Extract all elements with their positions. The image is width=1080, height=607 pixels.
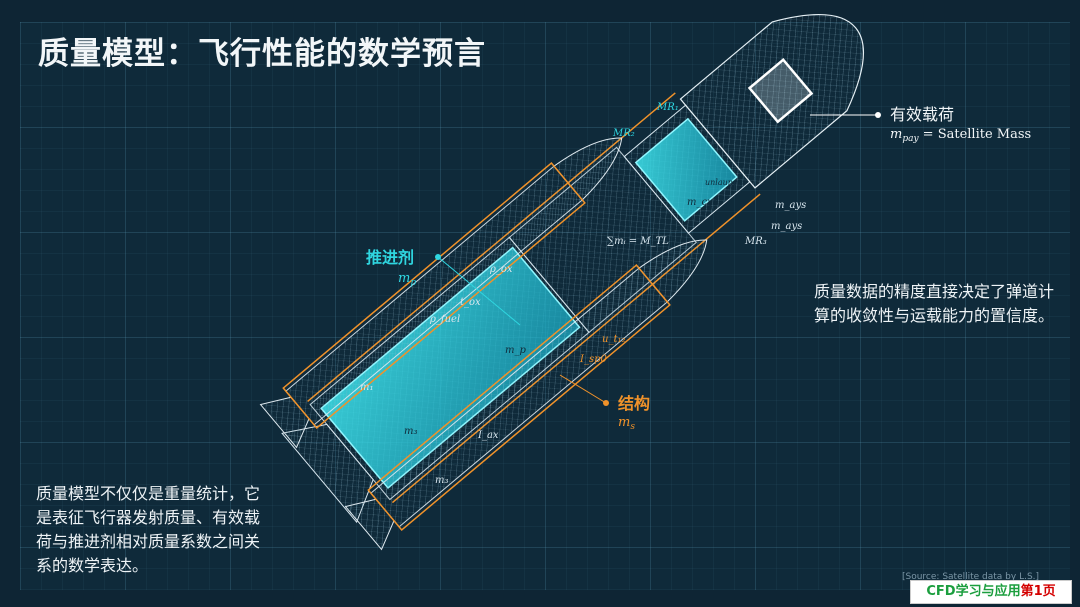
annot-mays-2: m_ays [771,221,802,232]
slide-title: 质量模型：飞行性能的数学预言 [38,36,486,72]
annot-rho-ox: ρ_ox [489,264,513,275]
page-badge: CFD学习与应用第1页 [910,580,1072,604]
structure-label: 结构 [617,394,650,413]
annot-m3-booster: m₃ [435,475,449,486]
image-credit: [Source: Satellite data by L.S.] [902,572,1040,582]
core-stage [281,14,865,524]
badge-channel: CFD学习与应用 [926,584,1021,599]
annot-sum: ∑mᵢ = M_TL [607,236,669,247]
propellant-symbol: mp [398,271,416,288]
annot-mr3: MR₃ [744,236,767,247]
payload-label: 有效载荷 [890,105,954,124]
upper-stage-tank [634,117,738,222]
annot-m1: m₁ [360,382,374,393]
structure-symbol: ms [618,415,635,432]
annot-mcya: m_cya [687,197,719,208]
annot-ut: u_t₁₂ [602,334,625,345]
upper-booster [259,137,623,449]
model-description: 质量模型不仅仅是重量统计，它是表征飞行器发射质量、有效载荷与推进剂相对质量系数之… [36,484,261,575]
payload-formula: mpay = Satellite Mass [890,127,1031,144]
annot-mr1: MR₁ [656,102,679,113]
annot-m3-core: m₃ [404,426,418,437]
annot-iax: I_ax [477,430,499,441]
lower-booster [344,239,708,551]
annot-mp-core: m_p [505,345,526,356]
badge-page: 第1页 [1020,584,1056,599]
payload-box [747,57,814,124]
annot-mays-1: m_ays [775,200,806,211]
annot-mr2: MR₂ [612,128,635,139]
propellant-label: 推进剂 [366,248,414,267]
payload-fairing [679,14,865,189]
annot-t-ox: t_ox [460,297,481,308]
annot-unlaunch: unlaunch [705,178,743,187]
payload-marker [875,112,881,118]
annot-isp: I_sp0 [579,354,607,365]
annot-rho-fuel: ρ_fuel [429,314,460,325]
propellant-marker [435,254,441,260]
structure-marker [603,400,609,406]
precision-description: 质量数据的精度直接决定了弹道计算的收敛性与运载能力的置信度。 [814,282,1055,325]
